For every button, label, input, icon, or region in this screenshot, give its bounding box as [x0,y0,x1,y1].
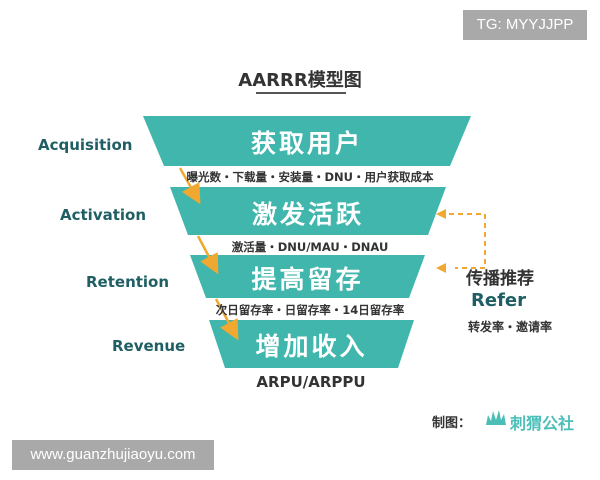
flow-arrow-2 [196,235,219,275]
flow-arrow-1 [178,167,201,205]
band-text-revenue: 增加收入 [255,332,368,361]
funnel-band-activation [170,187,446,235]
title-underline [256,92,346,94]
bottom-watermark: www.guanzhujiaoyu.com [12,440,214,470]
hedgehog-logo-icon [486,410,506,425]
flow-arrow-3 [214,298,239,341]
funnel-band-retention [190,255,425,298]
metrics-retention: 次日留存率・日留存率・14日留存率 [215,303,405,317]
stage-label-activation: Activation [60,206,147,224]
diagram-title: AARRR模型图 [238,70,362,91]
credit-brand: 刺猬公社 [510,414,575,433]
refer-title: 传播推荐 [466,269,534,289]
metrics-revenue: ARPU/ARPPU [256,373,366,391]
metrics-acquisition: 曝光数・下载量・安装量・DNU・用户获取成本 [186,170,434,184]
stage-label-revenue: Revenue [112,337,186,355]
metrics-activation: 激活量・DNU/MAU・DNAU [231,240,389,254]
stage-label-retention: Retention [86,273,170,291]
refer-english-label: Refer [471,290,526,311]
band-text-acquisition: 获取用户 [250,129,363,158]
band-text-retention: 提高留存 [251,265,364,294]
refer-arrowhead-top [436,209,446,219]
funnel-band-revenue [209,320,414,368]
credit-label: 制图： [432,416,472,431]
stage-label-acquisition: Acquisition [38,136,133,154]
top-watermark: TG: MYYJJPP [463,10,587,40]
refer-metrics: 转发率・邀请率 [468,320,553,334]
refer-arrowhead-bottom [436,263,446,273]
funnel-band-acquisition [143,116,471,166]
refer-loop-arrow [440,213,486,269]
band-text-activation: 激发活跃 [251,200,364,229]
